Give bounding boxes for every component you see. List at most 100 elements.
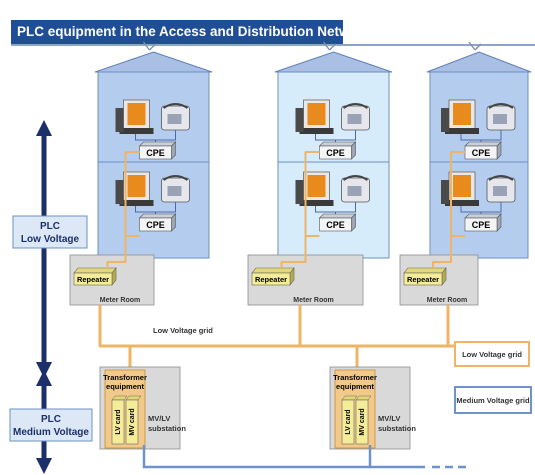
- cpe-top: [318, 141, 357, 147]
- repeater-front: [403, 272, 443, 286]
- substation-label: MV/LV: [148, 414, 170, 423]
- substation-label: MV/LV: [378, 414, 400, 423]
- lv_card-label: LV card: [115, 409, 122, 434]
- transformer-label: equipment: [336, 382, 374, 391]
- repeater-label: Repeater: [255, 275, 287, 284]
- cpe-box: CPE: [138, 213, 177, 232]
- computer-screen: [453, 175, 471, 197]
- computer-icon: [115, 99, 154, 134]
- telephone-icon: [341, 175, 370, 203]
- computer-tower: [115, 108, 124, 132]
- lv-grid-line: [332, 344, 359, 372]
- meter-room: Meter Room Repeater: [247, 254, 364, 306]
- repeater-front: [73, 272, 113, 286]
- computer-icon: [441, 99, 479, 134]
- repeater-top: [73, 267, 117, 274]
- cpe-front: [319, 217, 352, 232]
- card-front: [355, 399, 369, 445]
- computer-keyboard: [119, 200, 154, 206]
- telephone-keypad: [493, 114, 507, 124]
- telephone-handset: [488, 175, 514, 181]
- cpe-label: CPE: [472, 220, 491, 230]
- legend-low-voltage-label: Low Voltage grid: [462, 350, 522, 359]
- building: CPE CPE Meter Room Repeater: [399, 41, 532, 306]
- transformer-box: [104, 369, 146, 449]
- transformer-label: Transformer: [103, 373, 147, 382]
- telephone-icon: [486, 175, 516, 203]
- meter-room-label: Meter Room: [293, 297, 333, 304]
- repeater-box: Repeater: [251, 267, 295, 286]
- telephone-icon: [161, 175, 190, 203]
- computer-screen: [127, 175, 146, 197]
- computer-screen: [307, 175, 326, 197]
- card-front: [111, 399, 125, 445]
- cpe-label: CPE: [472, 148, 491, 158]
- cpe-box: CPE: [138, 141, 177, 160]
- computer-tower: [441, 180, 449, 204]
- lv-riser: [124, 151, 140, 237]
- repeater-front: [251, 272, 291, 286]
- cpe-top: [464, 141, 502, 147]
- repeater-box: Repeater: [403, 267, 447, 286]
- mv_card-label: MV card: [129, 408, 136, 435]
- lv-grid-line: [298, 305, 513, 348]
- computer-keyboard: [445, 128, 479, 134]
- label-line: Low Voltage: [21, 234, 80, 245]
- transformer-label: equipment: [106, 382, 144, 391]
- cpe-front: [139, 217, 172, 232]
- lv-grid-line: [98, 305, 132, 372]
- telephone-handset: [162, 103, 189, 109]
- cpe-box: CPE: [464, 213, 502, 232]
- computer-keyboard: [299, 200, 334, 206]
- cpe-label: CPE: [326, 220, 345, 230]
- card-front: [341, 399, 355, 445]
- lv-riser: [280, 236, 307, 268]
- substation-label: substation: [378, 424, 416, 433]
- lv-grid-label: Low Voltage grid: [153, 326, 213, 335]
- lv_card-label: LV card: [345, 409, 352, 434]
- telephone-icon: [161, 103, 190, 131]
- computer-tower: [115, 180, 124, 204]
- repeater-top: [251, 267, 295, 274]
- lv-riser: [106, 236, 127, 268]
- telephone-handset: [342, 103, 369, 109]
- computer-tower: [441, 108, 449, 132]
- computer-screen: [307, 103, 326, 125]
- telephone-handset: [342, 175, 369, 181]
- substation-label: substation: [148, 424, 186, 433]
- card-front: [125, 399, 139, 445]
- meter-room-label: Meter Room: [427, 297, 467, 304]
- telephone-keypad: [167, 114, 182, 124]
- telephone-keypad: [167, 186, 182, 196]
- computer-screen: [453, 103, 471, 125]
- antenna-icon: [468, 41, 482, 51]
- telephone-keypad: [493, 186, 507, 196]
- telephone-icon: [486, 103, 516, 131]
- cpe-box: CPE: [464, 141, 502, 160]
- cpe-label: CPE: [146, 148, 165, 158]
- computer-icon: [295, 99, 334, 134]
- computer-icon: [295, 171, 334, 206]
- computer-tower: [295, 108, 304, 132]
- legend-low-voltage-box: [454, 341, 530, 367]
- card-top: [355, 395, 372, 401]
- repeater-top: [403, 267, 447, 274]
- telephone-keypad: [347, 186, 362, 196]
- computer-tower: [295, 180, 304, 204]
- lv-riser: [432, 236, 452, 268]
- page-title: PLC equipment in the Access and Distribu…: [11, 20, 371, 44]
- telephone-handset: [162, 175, 189, 181]
- cpe-box: CPE: [318, 213, 357, 232]
- meter-room: Meter Room Repeater: [399, 254, 479, 306]
- card-top: [125, 395, 142, 401]
- computer-keyboard: [119, 128, 154, 134]
- cpe-label: CPE: [326, 148, 345, 158]
- antenna-icon: [322, 41, 336, 51]
- label-line: PLC: [40, 221, 60, 232]
- telephone-icon: [341, 103, 370, 131]
- card-top: [341, 395, 358, 401]
